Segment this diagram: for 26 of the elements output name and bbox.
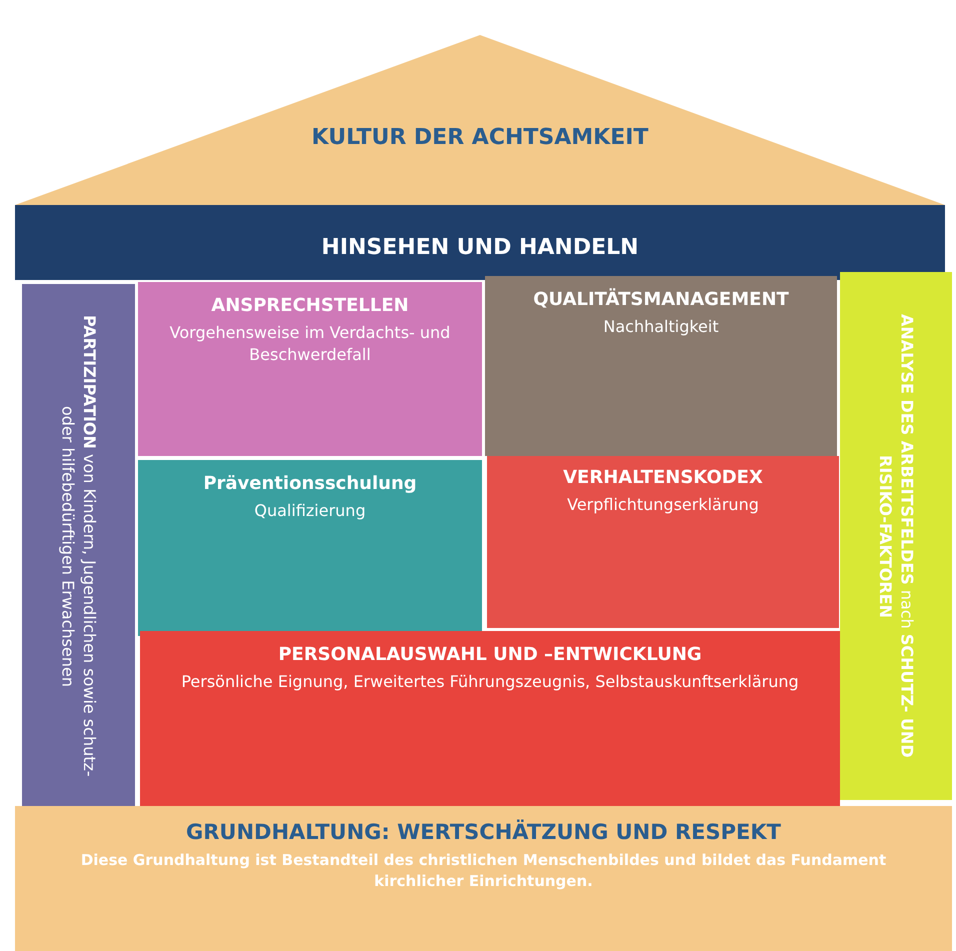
pillar-panel bbox=[22, 284, 135, 808]
box-text: Nachhaltigkeit bbox=[603, 316, 719, 338]
box-heading: ANSPRECHSTELLEN bbox=[211, 294, 409, 318]
beam-title: HINSEHEN UND HANDELN bbox=[321, 234, 639, 262]
box-text: Persönliche Eignung, Erweitertes Führungszeugnis, Selbstauskunftserklärung bbox=[181, 671, 799, 693]
box-text: Vorgehensweise im Verdachts- und Beschwerdefall bbox=[168, 322, 452, 366]
beam-panel bbox=[15, 205, 945, 280]
foundation-panel bbox=[15, 806, 952, 951]
pillar-text: ANALYSE DES ARBEITSFELDES nach SCHUTZ- UND RISIKO-FAKTOREN bbox=[875, 313, 918, 760]
foundation-heading: GRUNDHALTUNG: WERTSCHÄTZUNG UND RESPEKT bbox=[186, 818, 781, 846]
box-text: Verpflichtungserklärung bbox=[567, 494, 759, 516]
box-heading: Präventionsschulung bbox=[203, 472, 417, 496]
pillar-box bbox=[138, 282, 482, 456]
pillar-text: PARTIZIPATION von Kindern, Jugendlichen sowie schutz- oder hilfebedürftigen Erwachsenen bbox=[58, 314, 100, 779]
box-heading: PERSONALAUSWAHL UND –ENTWICKLUNG bbox=[278, 643, 702, 667]
roof-panel bbox=[15, 35, 945, 205]
foundation-text: Diese Grundhaltung ist Bestandteil des christlichen Menschenbildes und bildet das Fundament kirchlicher Einrichtungen. bbox=[80, 850, 888, 891]
pillar-box bbox=[140, 631, 840, 807]
box-text: Qualifizierung bbox=[254, 500, 366, 522]
roof-title: KULTUR DER ACHTSAMKEIT bbox=[312, 124, 648, 152]
pillar-box bbox=[487, 456, 839, 628]
box-heading: VERHALTENSKODEX bbox=[563, 466, 763, 490]
pillar-panel bbox=[840, 272, 952, 800]
pillar-box bbox=[485, 276, 837, 456]
pillar-box bbox=[138, 460, 482, 636]
box-heading: QUALITÄTSMANAGEMENT bbox=[533, 288, 789, 312]
